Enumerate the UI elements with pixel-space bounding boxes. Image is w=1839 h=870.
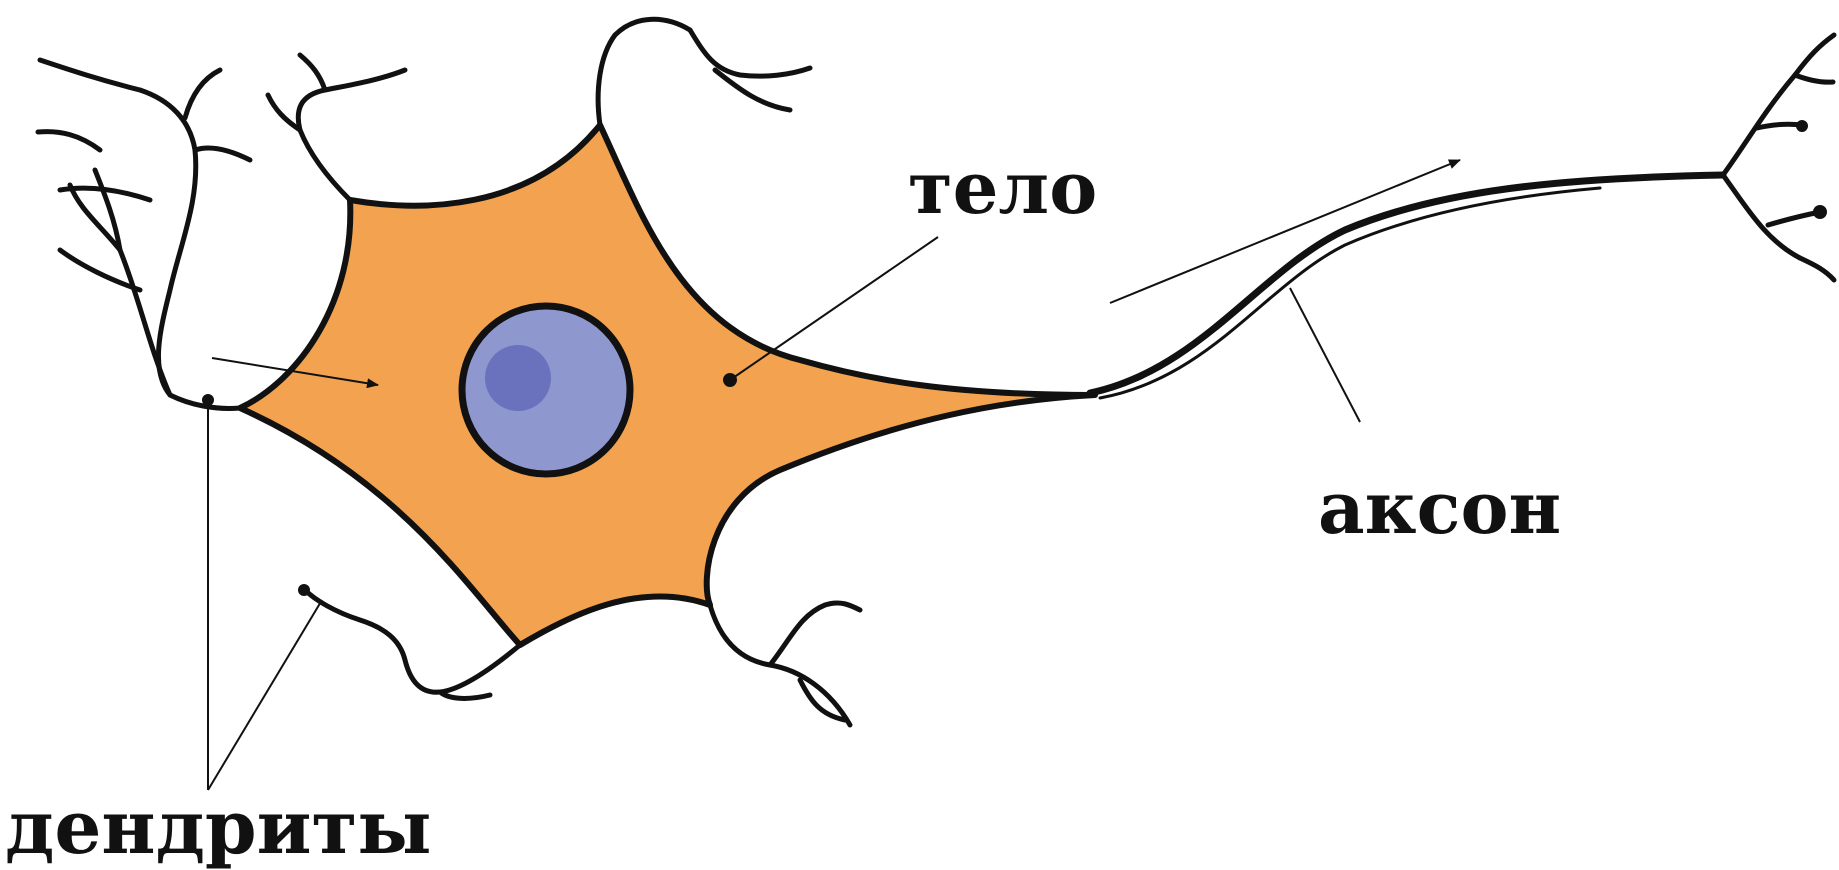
axon-sheath — [1100, 188, 1600, 398]
label-dendrites: дендриты — [5, 785, 432, 870]
axon-terminals — [1723, 35, 1834, 280]
nucleolus — [485, 345, 551, 411]
axon — [1090, 175, 1723, 393]
label-body: тело — [908, 145, 1097, 230]
signal-arrow-axon — [1110, 160, 1460, 303]
label-axon: аксон — [1318, 465, 1561, 550]
